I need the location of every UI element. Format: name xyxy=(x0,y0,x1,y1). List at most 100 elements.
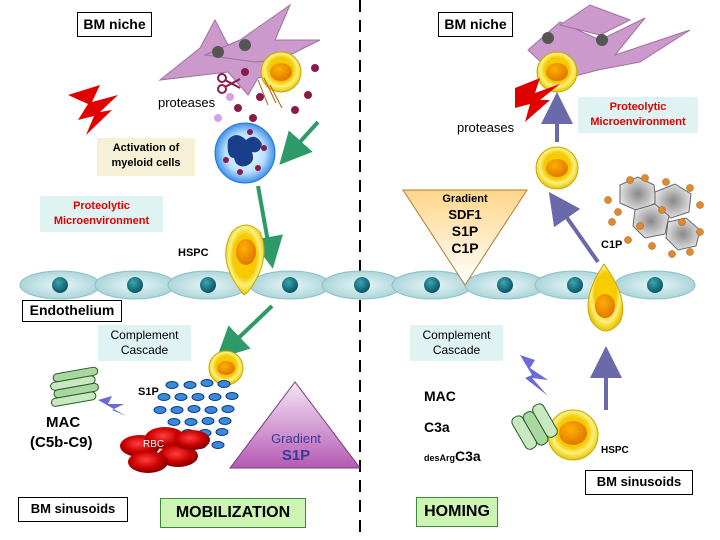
c1p-dot xyxy=(696,201,704,209)
endothelial-nucleus xyxy=(282,277,298,293)
c1p-dot xyxy=(648,242,656,250)
c1p-dot xyxy=(614,208,622,216)
right-complement-line2: Cascade xyxy=(432,343,481,357)
mac-label: MAC xyxy=(46,414,81,431)
left-bm-niche-label: BM niche xyxy=(77,12,152,37)
arrow-endo-to-middle xyxy=(548,191,600,264)
c1p-dot xyxy=(668,250,676,258)
right-middle-hspc xyxy=(535,146,579,190)
endothelial-nucleus xyxy=(647,277,663,293)
right-mac-complex xyxy=(511,403,558,450)
s1p-dot xyxy=(165,381,179,389)
right-sinusoid-hspc xyxy=(547,409,599,461)
c1p-label: C1P xyxy=(601,239,623,251)
right-proteases-label: proteases xyxy=(457,120,515,135)
right-gradient-c1p-label: C1P xyxy=(451,240,479,256)
endothelial-nucleus xyxy=(200,277,216,293)
s1p-dot xyxy=(191,393,205,401)
c3a-label: C3a xyxy=(424,419,450,435)
right-mac-label: MAC xyxy=(424,388,456,404)
c1p-dot-cloud xyxy=(604,174,704,258)
scissors-icon xyxy=(217,73,241,94)
left-complement-label: Complement Cascade xyxy=(98,325,191,361)
desarg-subscript: desArg xyxy=(424,453,456,463)
s1p-dot xyxy=(221,405,235,413)
s1p-dot xyxy=(174,393,188,401)
endothelial-nucleus xyxy=(424,277,440,293)
c1p-dot xyxy=(686,184,694,192)
left-gradient-triangle xyxy=(228,381,362,469)
right-lightning-icon xyxy=(515,78,560,122)
s1p-dot xyxy=(183,381,197,389)
left-proteases-label: proteases xyxy=(158,95,216,110)
c1p-dot xyxy=(662,178,670,186)
activation-line2: myeloid cells xyxy=(111,157,181,169)
right-bm-sinusoids-label: BM sinusoids xyxy=(585,470,693,495)
c1p-dot xyxy=(686,248,694,256)
right-proteolytic-line1: Proteolytic xyxy=(609,101,667,113)
s1p-dot xyxy=(153,406,167,414)
left-proteolytic-line1: Proteolytic xyxy=(73,200,130,212)
right-gradient-label: Gradient xyxy=(442,193,488,205)
left-hspc-label: HSPC xyxy=(178,247,209,259)
right-complement-label: Complement Cascade xyxy=(410,325,503,361)
s1p-dot xyxy=(217,380,231,388)
endothelium-label: Endothelium xyxy=(22,300,122,322)
s1p-dot xyxy=(204,406,218,414)
left-complement-line2: Cascade xyxy=(120,343,169,357)
homing-label: HOMING xyxy=(416,497,498,527)
endothelial-nucleus xyxy=(567,277,583,293)
s1p-dot xyxy=(200,379,214,387)
endothelial-nucleus xyxy=(127,277,143,293)
left-bm-sinusoids-label: BM sinusoids xyxy=(18,497,128,522)
endothelial-nucleus xyxy=(52,277,68,293)
left-niche-hspc xyxy=(260,51,302,93)
c1p-dot xyxy=(624,236,632,244)
arrow-protease-to-myeloid xyxy=(279,120,320,165)
mac-sub-label: (C5b-C9) xyxy=(30,434,93,451)
left-gradient-label: Gradient xyxy=(271,431,321,446)
desarg-c3a: C3a xyxy=(455,448,481,464)
mobilization-label: MOBILIZATION xyxy=(160,498,306,528)
activation-myeloid-label: Activation of myeloid cells xyxy=(97,138,195,176)
left-gradient-s1p-label: S1P xyxy=(281,447,311,464)
activation-line1: Activation of xyxy=(112,142,180,154)
right-gradient-sdf1-label: SDF1 xyxy=(448,207,482,222)
right-proteolytic-line2: Microenvironment xyxy=(590,116,686,128)
s1p-dot xyxy=(187,405,201,413)
left-protease-dots xyxy=(214,64,319,122)
s1p-dot xyxy=(157,393,171,401)
left-lightning-icon xyxy=(68,85,118,135)
left-proteolytic-label: Proteolytic Microenvironment xyxy=(40,196,163,232)
c1p-dot xyxy=(608,218,616,226)
c1p-dot xyxy=(641,174,649,182)
s1p-dot xyxy=(170,406,184,414)
s1p-label: S1P xyxy=(138,386,159,398)
s1p-dot xyxy=(225,392,239,400)
s1p-dot xyxy=(167,418,181,426)
endothelium-layer xyxy=(19,270,696,300)
c1p-dot xyxy=(696,228,704,236)
rbc-label: RBC xyxy=(143,439,165,450)
c1p-dot xyxy=(636,222,644,230)
s1p-dot xyxy=(184,418,198,426)
left-sinusoid-hspc xyxy=(208,350,244,386)
c1p-dot xyxy=(604,196,612,204)
s1p-dot xyxy=(215,428,229,436)
s1p-dot xyxy=(208,393,222,401)
s1p-dot xyxy=(218,417,232,425)
left-migrating-hspc xyxy=(225,224,265,296)
c1p-dot xyxy=(658,206,666,214)
right-complement-line1: Complement xyxy=(422,328,491,342)
right-mac-lightning-icon xyxy=(520,355,548,396)
c1p-dot xyxy=(678,218,686,226)
right-proteolytic-label: Proteolytic Microenvironment xyxy=(578,97,698,133)
right-hspc-label: HSPC xyxy=(601,445,629,456)
right-niche-hspc xyxy=(536,51,578,93)
left-proteolytic-line2: Microenvironment xyxy=(53,215,150,227)
arrow-hspc-to-sinusoid xyxy=(216,304,274,360)
endothelial-nucleus xyxy=(354,277,370,293)
myeloid-cell xyxy=(214,122,276,184)
right-gradient-triangle xyxy=(402,189,528,286)
